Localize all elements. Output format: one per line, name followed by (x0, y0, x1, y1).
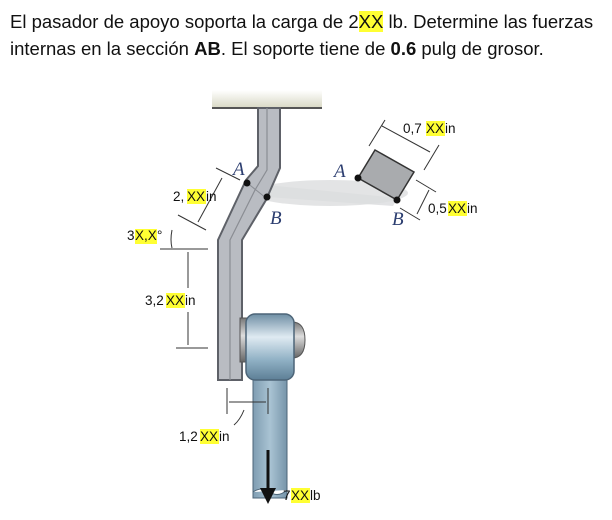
problem-line-2: internas en la sección AB. El soporte ti… (10, 35, 610, 62)
highlight-placeholder (166, 293, 185, 308)
dim-inclined-length (177, 167, 241, 231)
thickness-value: 0.6 (390, 38, 417, 59)
dim-angle (160, 229, 208, 250)
dim-vertical-length-hl: XX (166, 293, 184, 308)
dim-angle-unit: ° (157, 228, 162, 243)
dim-offset-unit: in (219, 429, 230, 444)
dim-section-height-label: 0,5 (428, 201, 447, 216)
load-label: 7 (283, 488, 291, 503)
dim-offset (226, 388, 269, 426)
text: pulg de grosor. (416, 38, 544, 59)
point-a-label: A (231, 159, 245, 180)
ceiling-support (212, 90, 322, 109)
dim-inclined-length-label: 2, (173, 189, 184, 204)
dim-angle-label: 3 (127, 228, 135, 243)
pin-assembly (239, 313, 306, 499)
load-arrow (260, 450, 276, 504)
point-b-marker (263, 193, 271, 201)
load-unit: lb (310, 488, 321, 503)
point-a-marker (243, 179, 251, 187)
highlight-placeholder (448, 201, 467, 216)
text: internas en la sección (10, 38, 195, 59)
dim-section-height-unit: in (467, 201, 478, 216)
bracket (217, 107, 281, 381)
highlight-placeholder (200, 429, 219, 444)
dim-offset-hl: XX (200, 429, 218, 444)
load-hl: XX (291, 488, 309, 503)
section-point-b-label: B (392, 209, 404, 230)
text: El pasador de apoyo soporta la carga de … (10, 11, 359, 32)
section-label: AB (194, 38, 221, 59)
problem-line-1: El pasador de apoyo soporta la carga de … (10, 8, 610, 35)
dim-vertical-length-label: 3,2 (145, 293, 164, 308)
highlight-placeholder (187, 189, 206, 204)
highlight-placeholder (426, 121, 445, 136)
dim-section-width-hl: XX (426, 121, 444, 136)
dim-offset-label: 1,2 (179, 429, 198, 444)
problem-statement: El pasador de apoyo soporta la carga de … (10, 8, 610, 62)
dim-inclined-length-hl: XX (187, 189, 205, 204)
point-b-label: B (270, 208, 282, 229)
dim-section-width-unit: in (445, 121, 456, 136)
section-projection-shade (252, 180, 408, 206)
dim-vertical-length (176, 252, 208, 349)
cross-section (354, 148, 416, 204)
dim-section-width (368, 119, 440, 171)
dim-inclined-length-unit: in (206, 189, 217, 204)
dim-section-width-label: 0,7 (403, 121, 422, 136)
text: . El soporte tiene de (220, 38, 391, 59)
dim-section-height (399, 179, 437, 221)
section-point-a-label: A (332, 161, 346, 182)
dim-section-height-hl: XX (448, 201, 466, 216)
highlight-placeholder: XX (358, 11, 384, 32)
dim-angle-hl: X,X (135, 228, 157, 243)
text: lb. Determine las fuerzas (383, 11, 594, 32)
highlight-placeholder (135, 229, 157, 244)
highlight-placeholder (291, 488, 310, 503)
dim-vertical-length-unit: in (185, 293, 196, 308)
